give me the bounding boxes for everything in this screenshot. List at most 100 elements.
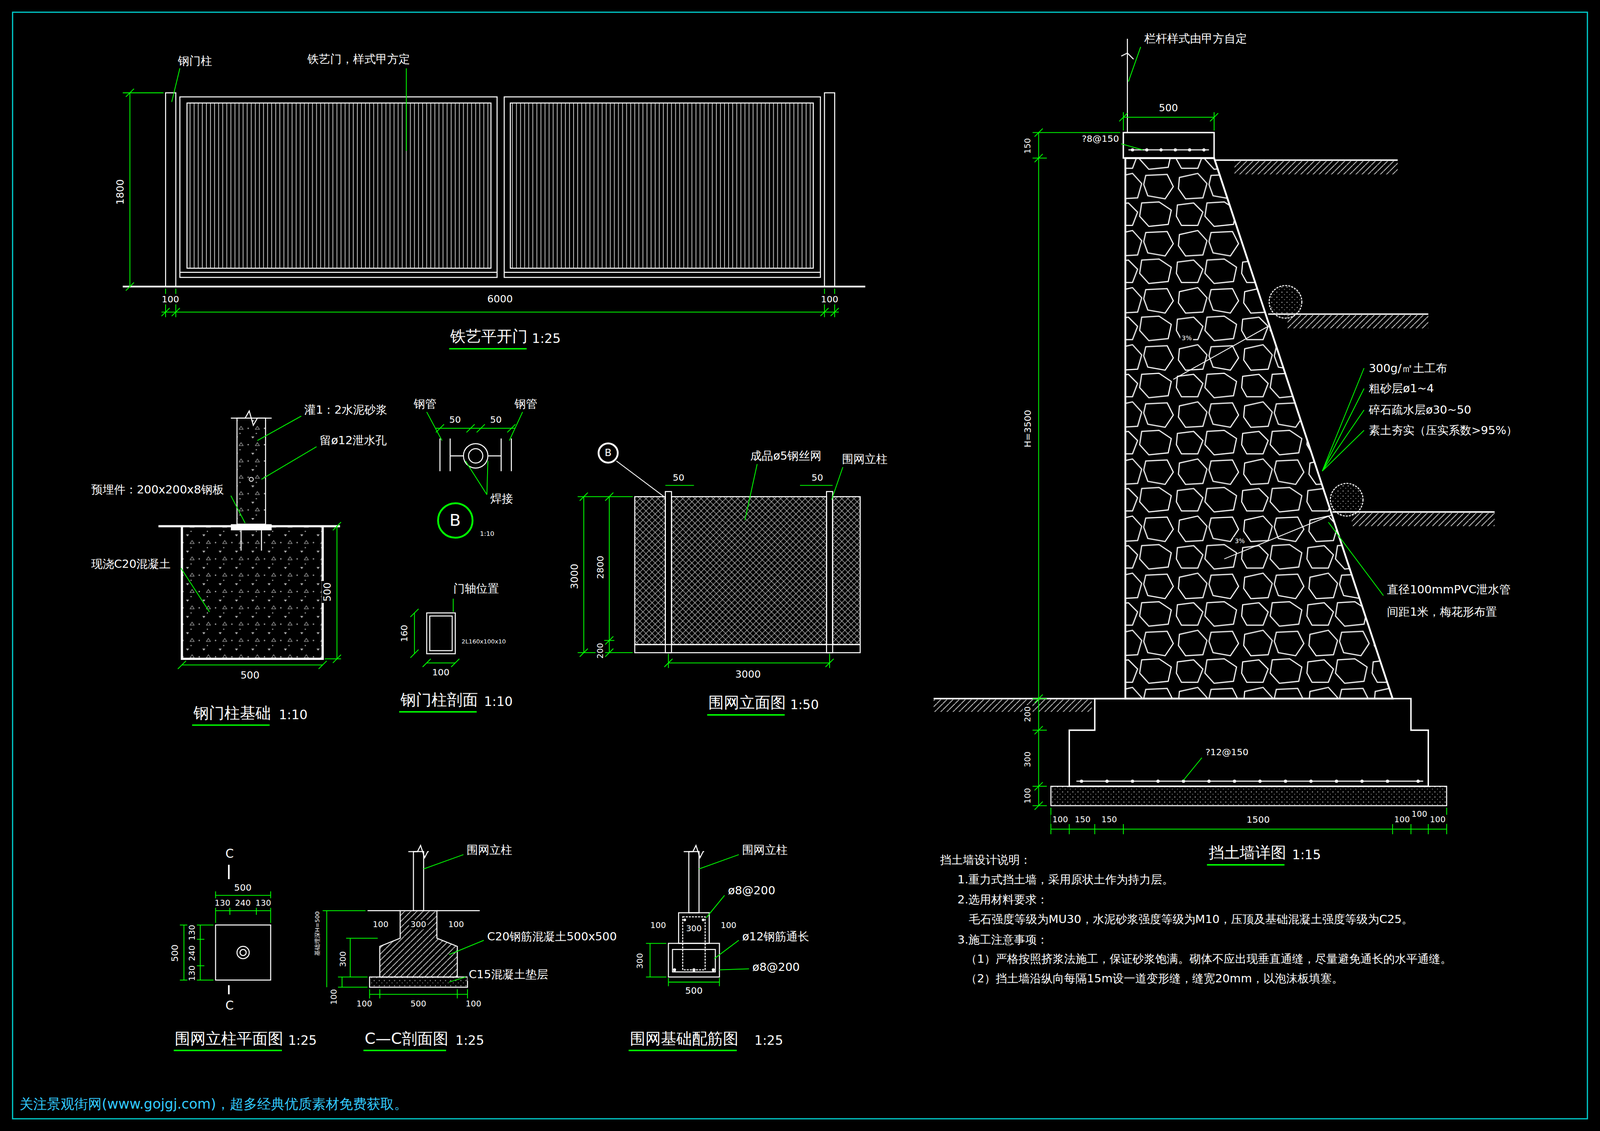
dimension-line [645,943,667,978]
dimension-line [336,526,338,660]
dimension-line [1050,828,1447,830]
retaining-wall [933,699,1092,712]
gate-elevation [824,92,835,287]
callout-label: 素土夯实（压实系数>95%） [1367,424,1520,438]
retaining-wall [1076,780,1424,782]
leader-line [449,976,466,982]
dimension-line [322,910,468,999]
callout-label: 栏杆样式由甲方自定 [1142,32,1249,46]
dimension-text: 240 [187,943,197,962]
callout-label: 围网立柱 [840,452,889,466]
scale-text: 1:25 [530,331,562,347]
rebar-dots [1105,779,1109,783]
retaining-wall [1123,132,1215,159]
detail-b [440,438,512,472]
dimension-text: 130 [187,923,197,942]
gate-elevation [122,92,866,287]
dimension-text: 130 [213,898,232,909]
leader-line [405,68,407,151]
leader-line [257,415,302,441]
leader-line [1328,522,1384,596]
dimension-text: 50 [488,414,504,425]
reinforcement [672,949,716,972]
dimension-line [161,307,839,317]
dimension-text: 100 [430,667,451,678]
dimension-text: 240 [233,898,252,909]
dimension-text: 100 [1023,786,1033,806]
dimension-line [410,608,460,667]
section-cc [367,910,480,912]
callout-label: 2L160x100x10 [460,638,508,646]
leader-line [452,598,454,613]
retaining-wall [1125,158,1393,699]
dimension-line [324,658,342,660]
retaining-wall [1069,698,1429,787]
dimension-line [322,910,378,988]
dimension-line [369,993,468,995]
title-underline [449,348,527,350]
leader-line [230,495,245,524]
drawing-title: 围网立柱平面图 [173,1029,285,1048]
dimension-line [122,92,164,94]
leader-line [699,854,750,971]
section-cc [369,976,468,988]
callout-label: ?8@150 [1080,133,1121,145]
callout-label: ø8@200 [726,884,777,898]
callout-label: C [223,999,235,1013]
dimension-line [177,660,327,670]
dimension-text: 500 [1157,102,1180,114]
fence-elevation [634,644,861,653]
retaining-wall [1287,315,1429,329]
dimension-line [181,664,323,666]
callout-label: C [223,847,235,862]
dimension-line [215,910,271,912]
leader-line [486,461,488,495]
retaining-wall [1050,786,1447,806]
drawing-title: 围网立面图 [706,694,788,712]
rebar-dots [1159,148,1163,152]
gate-elevation [122,285,866,288]
scale-text: 1:10 [478,529,496,538]
detail-b [450,455,502,457]
dimension-text: 基础埋深H=500 [313,909,321,957]
rebar-dots [1207,779,1211,783]
design-note: 挡土墙设计说明： [938,853,1033,868]
leader-line [719,968,749,970]
reinforcement [701,918,705,922]
dimension-line [341,976,343,988]
dimension-text: 300 [634,951,645,971]
post-foundation [230,524,272,530]
section-cc [408,845,429,858]
dimension-text: 100 [446,919,466,930]
dimension-line [665,485,833,487]
reinforcement [668,943,720,978]
callout-label: ø8@200 [751,961,802,975]
dimension-line [1032,132,1121,806]
title-underline [173,1049,282,1052]
drawing-title: C—C剖面图 [363,1029,450,1048]
leader-line [616,461,665,499]
dimension-text: H=3500 [1022,408,1033,449]
callout-label: 直径100mmPVC泄水管 [1385,583,1512,597]
callout-letter: B [449,512,461,529]
callout-letter: B [604,447,612,458]
design-note: 1.重力式挡土墙，采用原状土作为持力层。 [955,872,1175,887]
dimension-line [579,492,614,657]
rebar-dots [1416,779,1420,783]
gate-elevation [165,92,176,287]
dimension-text: 100 [1392,814,1412,825]
callout-label: 留ø12泄水孔 [318,434,389,448]
dimension-text: 130 [254,898,273,909]
rebar-dots [1145,148,1149,152]
leader-line [426,411,523,495]
fence-elevation [826,491,833,653]
rebar-dots [1174,148,1178,152]
dimension-text: 50 [447,414,463,425]
reinforcement [683,845,705,858]
leader-line [1183,758,1202,781]
dimension-line [577,485,834,668]
leader-line [449,940,484,955]
dimension-line [1050,807,1447,835]
title-underline [192,724,270,726]
leader-line [426,411,443,441]
